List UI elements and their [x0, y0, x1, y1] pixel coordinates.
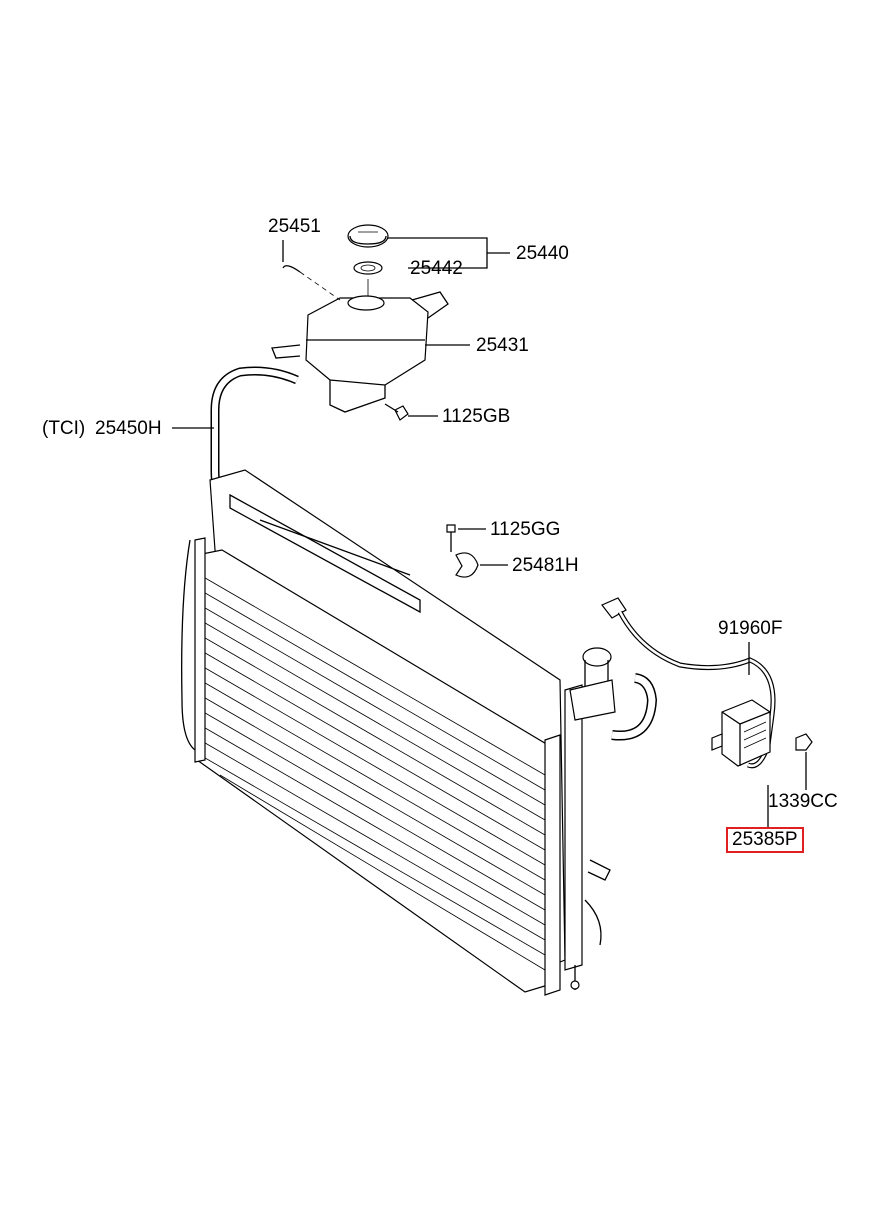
fan-controller-module	[711, 699, 771, 767]
clamp-25481h	[455, 552, 479, 578]
bolt-1125gg	[446, 524, 456, 552]
callout-25431: 25431	[476, 335, 529, 356]
radiator-assembly	[181, 469, 611, 996]
callout-25481h: 25481H	[512, 555, 579, 576]
cap-seal	[353, 261, 383, 275]
callout-25440: 25440	[516, 243, 569, 264]
callout-1125gg: 1125GG	[490, 519, 561, 540]
callout-25385p-highlighted[interactable]: 25385P	[726, 827, 804, 853]
callout-1125gb: 1125GB	[442, 406, 511, 427]
upper-hose-assembly	[569, 647, 658, 741]
reservoir-cap	[347, 224, 389, 248]
bolt-1125gb	[384, 403, 409, 421]
callout-25450h: 25450H	[95, 418, 162, 439]
callout-25450h-prefix: (TCI)	[42, 418, 86, 439]
callout-91960f: 91960F	[718, 618, 783, 639]
callout-1339cc: 1339CC	[768, 791, 838, 812]
nut-1339cc	[795, 733, 813, 790]
reservoir-tank	[271, 279, 449, 413]
callout-25451: 25451	[268, 216, 321, 237]
callout-25442: 25442	[410, 258, 463, 279]
